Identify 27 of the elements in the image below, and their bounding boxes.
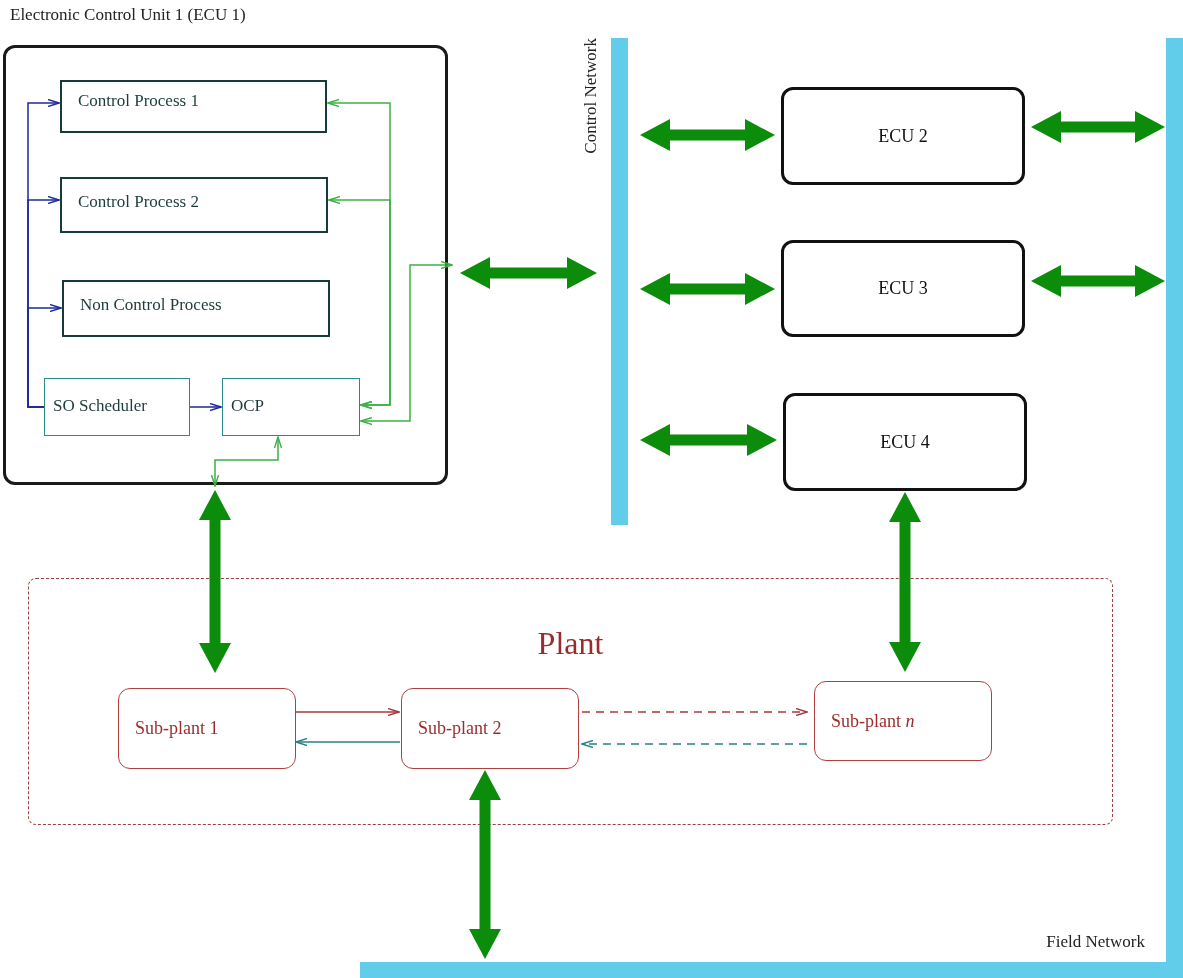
ocp-box [222,378,360,436]
node-label: Control Process 1 [77,90,200,112]
node-label: ECU 3 [878,277,928,300]
subplant-box [118,688,296,769]
node-label: SO Scheduler [52,395,148,417]
network-label: Control Network [580,38,601,154]
node-label: ECU 4 [880,430,930,454]
process-box [62,280,330,337]
subplant-box [401,688,579,769]
group-title: Plant [537,624,604,663]
subplant-box [814,681,992,761]
node-label: Control Process 2 [77,191,200,213]
process-box [60,80,327,133]
network-label: Field Network [1046,930,1145,952]
node-label: Non Control Process [79,294,223,316]
plant-frame [28,578,1113,825]
process-box [60,177,328,233]
unit-title: Electronic Control Unit 1 (ECU 1) [10,4,246,26]
node-label: Sub-plant 1 [134,717,220,740]
node-label: Sub-plant n [830,709,916,733]
ecu-box [783,393,1027,491]
node-label: Sub-plant 2 [417,717,503,740]
node-label: OCP [230,395,266,417]
ecu-box [781,87,1025,185]
ecu-box [781,240,1025,337]
node-label: ECU 2 [878,124,928,148]
scheduler-box [44,378,190,436]
